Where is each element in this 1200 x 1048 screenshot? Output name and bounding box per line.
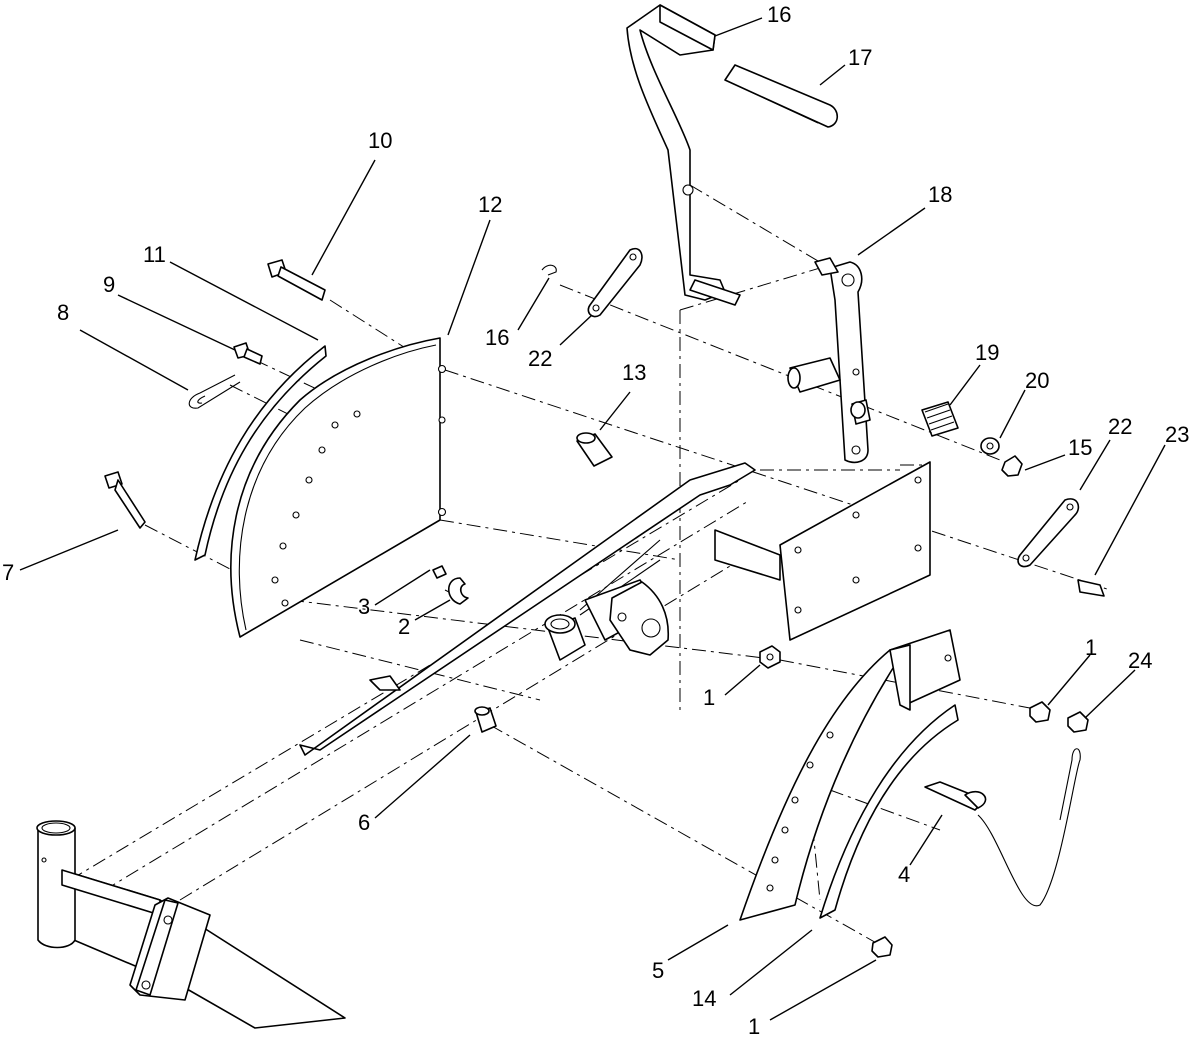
part-9-bolt (233, 342, 263, 365)
callout-3: 3 (358, 594, 370, 619)
part-10-bolt (267, 259, 326, 301)
callout-1-bottom: 1 (748, 1014, 760, 1039)
part-4-lock-pin (924, 748, 1081, 907)
callout-8: 8 (57, 300, 69, 325)
callout-24: 24 (1128, 648, 1152, 673)
callout-22-upper: 22 (528, 346, 552, 371)
callout-21: 20 (1025, 368, 1049, 393)
callout-16: 16 (485, 325, 509, 350)
callout-9: 9 (103, 272, 115, 297)
callout-23: 23 (1165, 422, 1189, 447)
callout-14: 14 (692, 986, 716, 1011)
callout-17: 16 (767, 2, 791, 27)
frame-tongue (36, 820, 346, 1029)
part-1-nut-right (1029, 701, 1051, 723)
part-23-pin (1077, 579, 1105, 597)
callout-22-lower: 22 (1108, 414, 1132, 439)
callout-19: 18 (928, 182, 952, 207)
bushing-large (544, 614, 586, 661)
callout-1-right: 1 (1085, 635, 1097, 660)
callout-5: 5 (652, 958, 664, 983)
part-22-link-plate-lower (1017, 498, 1080, 568)
callout-18: 17 (848, 45, 872, 70)
part-19-link-arm (787, 257, 871, 464)
part-22-link-plate-upper (587, 247, 643, 318)
part-8-hairpin (188, 374, 241, 409)
part-6-spacer (474, 706, 497, 733)
part-21-washer (980, 437, 1000, 455)
part-3-screw (432, 565, 447, 579)
callout-15: 15 (1068, 435, 1092, 460)
callout-10: 10 (368, 128, 392, 153)
part-14-curved-strip (819, 704, 959, 919)
callout-6: 6 (358, 810, 370, 835)
callout-labels: 16 17 18 10 12 11 9 8 7 16 22 13 19 20 1… (2, 2, 1189, 1039)
part-7-bolt (104, 471, 146, 529)
callout-11: 11 (143, 242, 166, 267)
part-1-nut-center (759, 645, 781, 669)
part-1-nut-bottom (871, 936, 893, 958)
leader-lines (19, 17, 1166, 1021)
part-17-handle (626, 4, 726, 301)
part-18-pad (724, 64, 839, 128)
center-linkage (299, 461, 931, 756)
callout-12: 12 (478, 192, 502, 217)
callout-4: 4 (898, 862, 910, 887)
handle-pin (689, 279, 741, 306)
callout-20: 19 (975, 340, 999, 365)
part-11-curved-strip (194, 345, 327, 561)
part-16-clip (541, 264, 557, 276)
part-20-spring (921, 401, 959, 437)
callout-1-center: 1 (703, 685, 715, 710)
part-13-spacer (576, 432, 613, 467)
part-12-left-quadrant-plate (230, 337, 447, 638)
part-15-nut (1001, 455, 1023, 477)
callout-7: 7 (2, 560, 14, 585)
part-2-clip (447, 577, 469, 605)
part-24-nut (1067, 711, 1089, 733)
part-5-right-quadrant-plate (739, 629, 961, 921)
callout-13: 13 (622, 360, 646, 385)
callout-2: 2 (398, 614, 410, 639)
